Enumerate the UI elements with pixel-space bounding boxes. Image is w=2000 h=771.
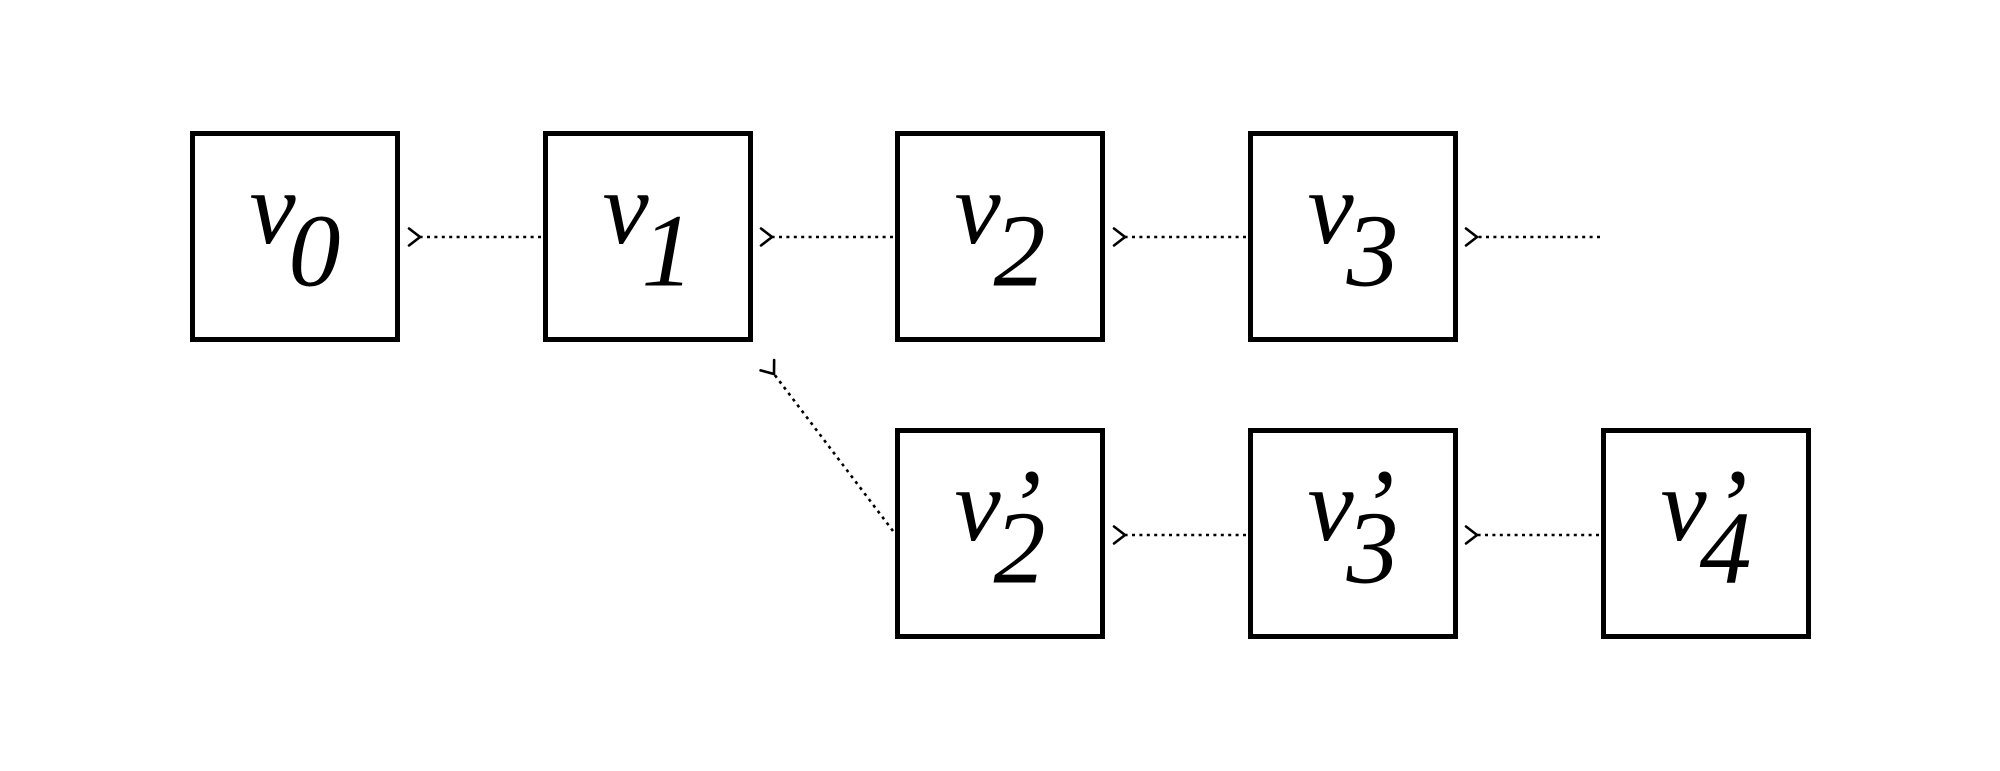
node-v0-base: v (249, 151, 296, 266)
node-v0-subscript: 0 (288, 193, 341, 309)
node-v3-prime: v’3 (1248, 428, 1458, 639)
node-v2-prime: v’2 (895, 428, 1105, 639)
node-v2-prime-subscript: 2 (993, 490, 1046, 606)
node-v1-subscript: 1 (641, 193, 694, 309)
node-v1-base: v (602, 151, 649, 266)
node-v3-base: v (1307, 151, 1354, 266)
node-v2-prime-base: v (954, 448, 1001, 563)
node-v2-subscript: 2 (993, 193, 1046, 309)
node-v2-prime-mark: ’ (1006, 449, 1042, 565)
node-v3-prime-mark: ’ (1359, 449, 1395, 565)
node-v4-prime-base: v (1660, 448, 1707, 563)
node-v4-prime-mark: ’ (1712, 449, 1748, 565)
node-v3-prime-label: v’3 (1308, 449, 1399, 601)
node-v4-prime-label: v’4 (1661, 449, 1752, 601)
node-v3-prime-base: v (1307, 448, 1354, 563)
edge-v2prime-to-v1 (774, 374, 895, 532)
node-v3-subscript: 3 (1346, 193, 1399, 309)
node-v3-prime-subscript: 3 (1346, 490, 1399, 606)
node-v2-base: v (954, 151, 1001, 266)
node-v4-prime-subscript: 4 (1699, 490, 1752, 606)
node-v2-prime-label: v’2 (955, 449, 1046, 601)
node-v4-prime: v’4 (1601, 428, 1811, 639)
